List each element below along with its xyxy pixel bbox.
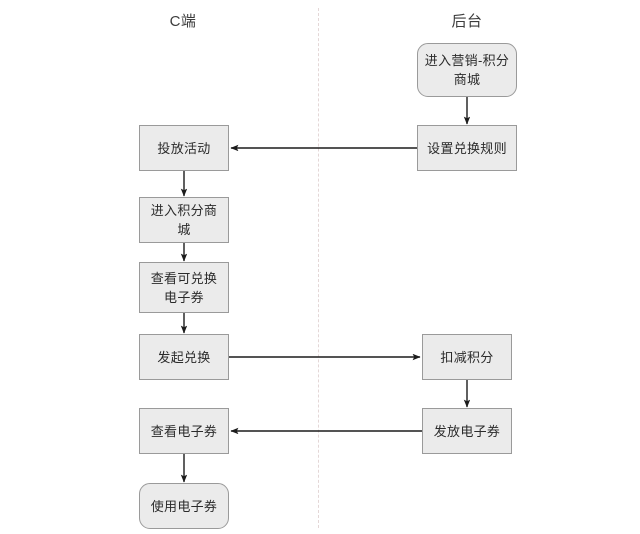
node-label: 使用电子券 [150, 498, 218, 514]
node-set-exchange-rules[interactable]: 设置兑换规则 [417, 125, 517, 171]
node-label: 进入积分商城 [150, 203, 218, 237]
node-initiate-exchange[interactable]: 发起兑换 [139, 334, 229, 380]
node-view-coupon[interactable]: 查看电子券 [139, 408, 229, 454]
node-label: 查看可兑换电子券 [150, 270, 218, 305]
node-issue-coupon[interactable]: 发放电子券 [422, 408, 512, 454]
node-enter-points-mall[interactable]: 进入积分商城 [139, 197, 229, 243]
swimlane-label-backend: 后台 [451, 13, 483, 30]
node-deduct-points[interactable]: 扣减积分 [422, 334, 512, 380]
node-launch-campaign[interactable]: 投放活动 [139, 125, 229, 171]
node-use-coupon[interactable]: 使用电子券 [139, 483, 229, 529]
node-label: 进入营销-积分商城 [424, 53, 510, 87]
node-label: 设置兑换规则 [427, 140, 507, 156]
swimlane-divider [318, 8, 319, 528]
node-label: 投放活动 [157, 140, 211, 156]
node-label: 查看电子券 [150, 423, 218, 439]
node-label: 发起兑换 [157, 349, 211, 365]
node-label: 发放电子券 [433, 423, 501, 439]
node-label: 扣减积分 [440, 349, 494, 365]
swimlane-label-c-side: C端 [169, 13, 197, 30]
node-view-redeemable-coupons[interactable]: 查看可兑换电子券 [139, 262, 229, 313]
node-enter-marketing-points-mall[interactable]: 进入营销-积分商城 [417, 43, 517, 97]
